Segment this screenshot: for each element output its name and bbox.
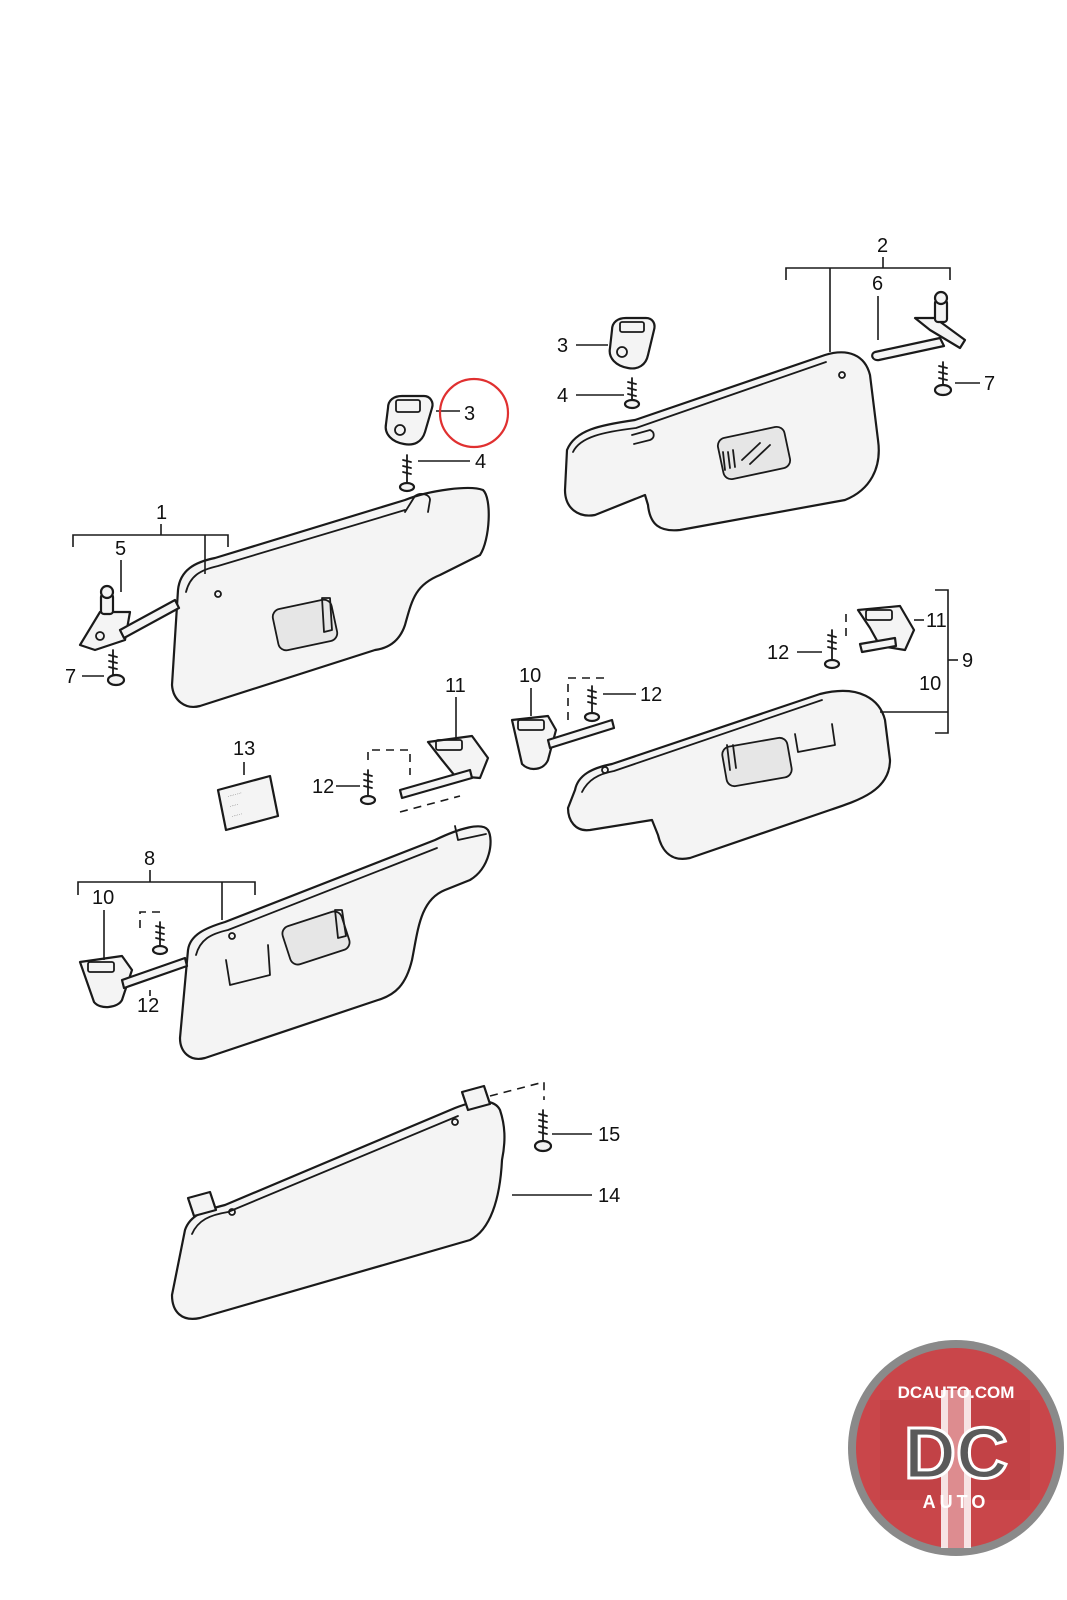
logo-initials: DC — [904, 1414, 1008, 1494]
screw-7-left — [106, 649, 126, 687]
vanity-mirror — [271, 598, 339, 652]
svg-text:······: ······ — [231, 811, 243, 820]
callout-15: 15 — [598, 1124, 620, 1146]
vanity-mirror — [721, 736, 793, 788]
hinge-arm-6 — [871, 290, 967, 362]
screw-4-main — [398, 454, 416, 493]
visor-assembly-2 — [563, 351, 880, 532]
callout-numbers: 1 2 3 3 4 4 5 6 7 7 8 9 10 10 10 11 11 1… — [65, 235, 995, 1207]
warning-label-13: ········ ····· ······ — [216, 774, 280, 832]
callout-12: 12 — [137, 995, 159, 1017]
callout-13: 13 — [233, 738, 255, 760]
callout-12: 12 — [767, 642, 789, 664]
callout-2: 2 — [877, 235, 888, 257]
callout-6: 6 — [872, 273, 883, 295]
logo-word: AUTO — [923, 1492, 990, 1512]
callout-10: 10 — [519, 665, 541, 687]
callout-11: 11 — [926, 610, 947, 632]
screw-12-middle — [359, 769, 377, 806]
visor-assembly-8 — [178, 825, 492, 1060]
callout-3: 3 — [557, 335, 568, 357]
sun-visor-lower — [170, 1100, 506, 1320]
callout-8: 8 — [144, 848, 155, 870]
screw-12-left — [151, 921, 169, 956]
callout-4: 4 — [557, 385, 568, 407]
screw-7-right — [933, 361, 953, 397]
screw-15 — [533, 1109, 553, 1153]
callout-1: 1 — [156, 502, 167, 524]
callout-12: 12 — [640, 684, 662, 706]
highlight-circle — [438, 377, 510, 449]
svg-text:········: ········ — [227, 790, 243, 800]
callout-7: 7 — [984, 373, 995, 395]
callout-3: 3 — [464, 403, 475, 425]
hinge-10-middle — [510, 714, 616, 770]
callout-7: 7 — [65, 666, 76, 688]
screw-12-right-lower — [583, 685, 601, 723]
visor-clip-upper — [608, 316, 656, 370]
leader-lines — [72, 257, 980, 1196]
visor-assembly-9 — [566, 689, 892, 860]
callout-12: 12 — [312, 776, 334, 798]
callout-4: 4 — [475, 451, 486, 473]
dcauto-logo: DCAUTO.COM DC AUTO — [848, 1340, 1064, 1556]
callout-5: 5 — [115, 538, 126, 560]
hinge-11-middle — [398, 734, 490, 800]
svg-text:·····: ····· — [229, 802, 240, 810]
visor-clip-main — [384, 394, 434, 446]
callout-11: 11 — [445, 675, 466, 697]
callout-9: 9 — [962, 650, 973, 672]
vanity-mirror — [716, 425, 792, 481]
visor-14 — [170, 1084, 506, 1320]
hinge-10-left — [78, 954, 189, 1009]
callout-10: 10 — [92, 887, 114, 909]
screw-12-right-upper — [823, 629, 841, 670]
callout-14: 14 — [598, 1185, 620, 1207]
screw-4-upper — [623, 377, 641, 410]
visor-assembly-1 — [170, 486, 490, 708]
logo-domain: DCAUTO.COM — [898, 1383, 1015, 1402]
hinge-11-right — [856, 604, 916, 654]
hinge-5 — [78, 584, 181, 652]
callout-10: 10 — [919, 673, 941, 695]
